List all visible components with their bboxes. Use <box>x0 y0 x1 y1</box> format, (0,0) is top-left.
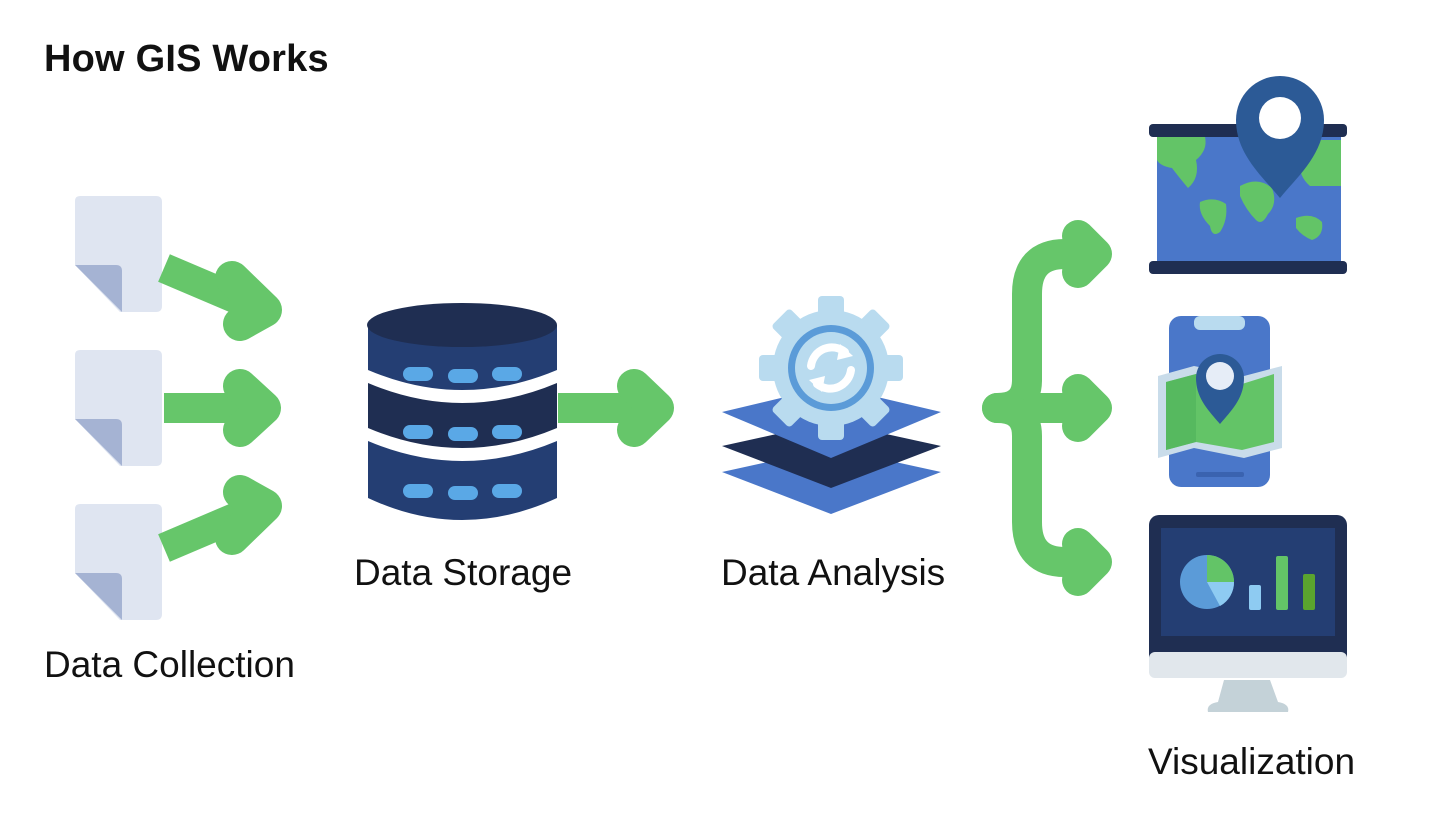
arrow-collection-to-storage-1 <box>158 254 282 341</box>
gear-layers-icon <box>722 296 941 514</box>
arrow-storage-to-analysis <box>558 369 674 447</box>
arrow-collection-to-storage-2 <box>164 369 281 447</box>
stage-label-visualization: Visualization <box>1148 741 1356 782</box>
document-icon <box>75 196 162 312</box>
mobile-map-icon <box>1158 316 1282 487</box>
stage-label-data-analysis: Data Analysis <box>721 552 946 593</box>
monitor-dashboard-icon <box>1149 515 1347 712</box>
stage-label-data-storage: Data Storage <box>354 552 573 593</box>
arrow-analysis-to-visualization <box>982 220 1112 596</box>
document-icon <box>75 504 162 620</box>
stage-label-data-collection: Data Collection <box>44 644 295 685</box>
document-icon <box>75 350 162 466</box>
wall-map-icon <box>1149 76 1347 274</box>
arrow-collection-to-storage-3 <box>158 475 282 562</box>
page-title: How GIS Works <box>44 38 329 80</box>
database-icon <box>367 303 557 520</box>
